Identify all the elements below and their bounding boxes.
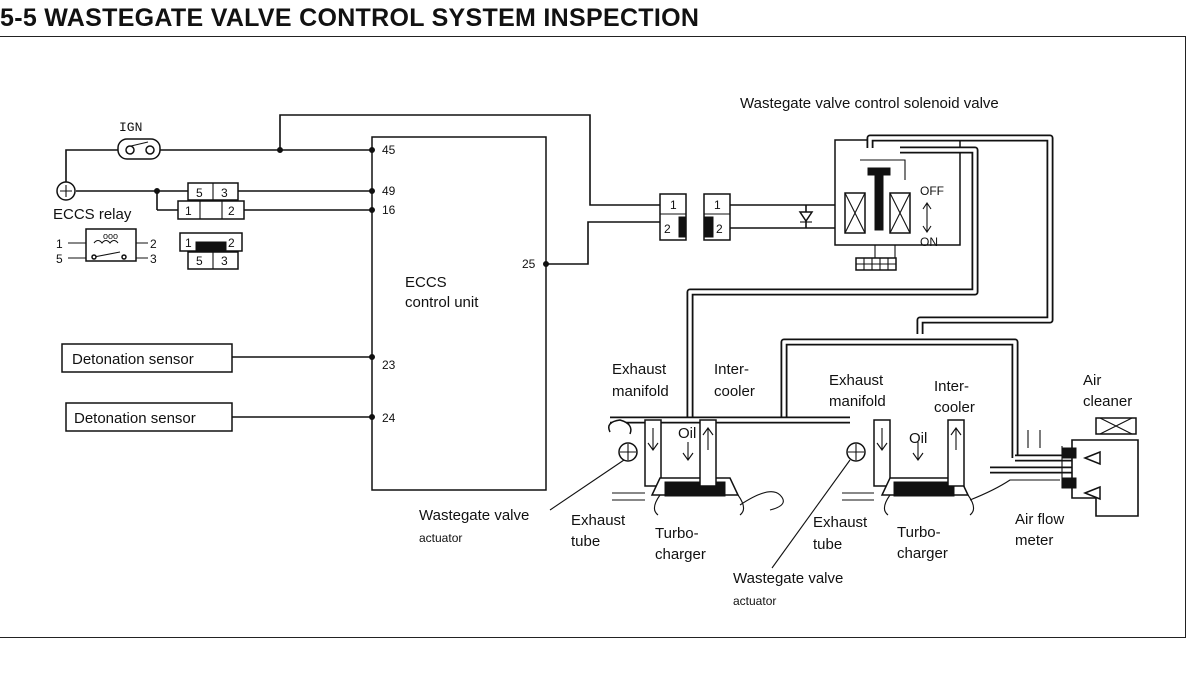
air-cleaner xyxy=(1061,417,1139,517)
component-labels: Exhaust manifold Inter- cooler Oil Exhau… xyxy=(419,361,1132,608)
battery-plus-icon xyxy=(56,181,76,201)
svg-text:manifold: manifold xyxy=(612,383,669,400)
ign-label: IGN xyxy=(119,120,142,135)
svg-text:cooler: cooler xyxy=(934,399,975,416)
relay-connector-lower: 1 2 5 3 xyxy=(179,232,243,270)
diode-icon xyxy=(798,211,814,223)
svg-text:cooler: cooler xyxy=(714,383,755,400)
svg-text:ooo: ooo xyxy=(103,231,118,241)
solenoid-valve-label: Wastegate valve control solenoid valve xyxy=(740,95,999,112)
svg-text:meter: meter xyxy=(1015,532,1053,549)
svg-text:actuator: actuator xyxy=(419,531,462,545)
svg-text:2: 2 xyxy=(716,222,723,236)
svg-text:Inter-: Inter- xyxy=(934,378,969,395)
svg-text:5: 5 xyxy=(196,254,203,268)
terminal-16: 16 xyxy=(382,203,396,217)
terminal-49: 49 xyxy=(382,184,396,198)
harness-connector-left: 1 2 xyxy=(659,193,687,241)
svg-text:tube: tube xyxy=(571,533,600,550)
relay-connector-upper: 5 3 1 2 xyxy=(177,182,245,220)
eccs-control-unit: ECCS control unit 45 49 16 25 23 24 xyxy=(154,136,549,491)
svg-text:Exhaust: Exhaust xyxy=(813,514,868,531)
svg-text:Wastegate valve: Wastegate valve xyxy=(733,570,843,587)
svg-text:Turbo-: Turbo- xyxy=(897,524,941,541)
svg-text:2: 2 xyxy=(150,237,157,251)
wiring-lines xyxy=(65,114,840,418)
svg-text:1: 1 xyxy=(670,198,677,212)
terminal-25: 25 xyxy=(522,257,536,271)
svg-text:1: 1 xyxy=(714,198,721,212)
svg-text:actuator: actuator xyxy=(733,594,776,608)
svg-text:manifold: manifold xyxy=(829,393,886,410)
detonation-sensor-1: Detonation sensor xyxy=(61,343,233,373)
ign-switch: IGN xyxy=(117,120,161,160)
svg-text:Inter-: Inter- xyxy=(714,361,749,378)
svg-text:Wastegate valve: Wastegate valve xyxy=(419,507,529,524)
svg-text:Detonation sensor: Detonation sensor xyxy=(72,351,194,368)
svg-text:cleaner: cleaner xyxy=(1083,393,1132,410)
svg-text:Oil: Oil xyxy=(909,430,927,447)
svg-text:Air flow: Air flow xyxy=(1015,511,1064,528)
eccs-relay-label: ECCS relay xyxy=(53,206,132,223)
turbocharger-1 xyxy=(608,419,784,516)
on-label: ON xyxy=(920,235,938,249)
page-title: 5-5 WASTEGATE VALVE CONTROL SYSTEM INSPE… xyxy=(0,4,700,32)
svg-text:5: 5 xyxy=(56,252,63,266)
terminal-23: 23 xyxy=(382,358,396,372)
terminal-45: 45 xyxy=(382,143,396,157)
svg-text:Turbo-: Turbo- xyxy=(655,525,699,542)
detonation-sensor-2: Detonation sensor xyxy=(65,402,233,432)
svg-text:charger: charger xyxy=(897,545,948,562)
svg-text:charger: charger xyxy=(655,546,706,563)
svg-text:Detonation sensor: Detonation sensor xyxy=(74,410,196,427)
svg-text:3: 3 xyxy=(150,252,157,266)
svg-text:5: 5 xyxy=(196,186,203,200)
svg-text:3: 3 xyxy=(221,186,228,200)
svg-text:2: 2 xyxy=(228,236,235,250)
svg-text:2: 2 xyxy=(664,222,671,236)
terminal-24: 24 xyxy=(382,411,396,425)
svg-text:1: 1 xyxy=(185,204,192,218)
svg-text:Exhaust: Exhaust xyxy=(829,372,884,389)
svg-text:3: 3 xyxy=(221,254,228,268)
diagram-frame xyxy=(0,36,1186,638)
svg-text:1: 1 xyxy=(56,237,63,251)
svg-text:Oil: Oil xyxy=(678,425,696,442)
svg-text:ECCS: ECCS xyxy=(405,274,447,291)
control-unit-box xyxy=(371,136,547,491)
svg-text:tube: tube xyxy=(813,536,842,553)
svg-text:control unit: control unit xyxy=(405,294,479,311)
svg-text:Exhaust: Exhaust xyxy=(612,361,667,378)
svg-text:1: 1 xyxy=(185,236,192,250)
off-label: OFF xyxy=(920,184,944,198)
svg-text:2: 2 xyxy=(228,204,235,218)
eccs-relay: ECCS relay ooo 1 2 5 3 xyxy=(53,206,157,266)
svg-text:Air: Air xyxy=(1083,372,1101,389)
solenoid-valve: Wastegate valve control solenoid valve O… xyxy=(740,95,999,271)
svg-text:Exhaust: Exhaust xyxy=(571,512,626,529)
turbocharger-2 xyxy=(842,419,1060,516)
pressure-hoses xyxy=(610,134,1072,474)
harness-connector-right: 1 2 xyxy=(703,193,731,241)
